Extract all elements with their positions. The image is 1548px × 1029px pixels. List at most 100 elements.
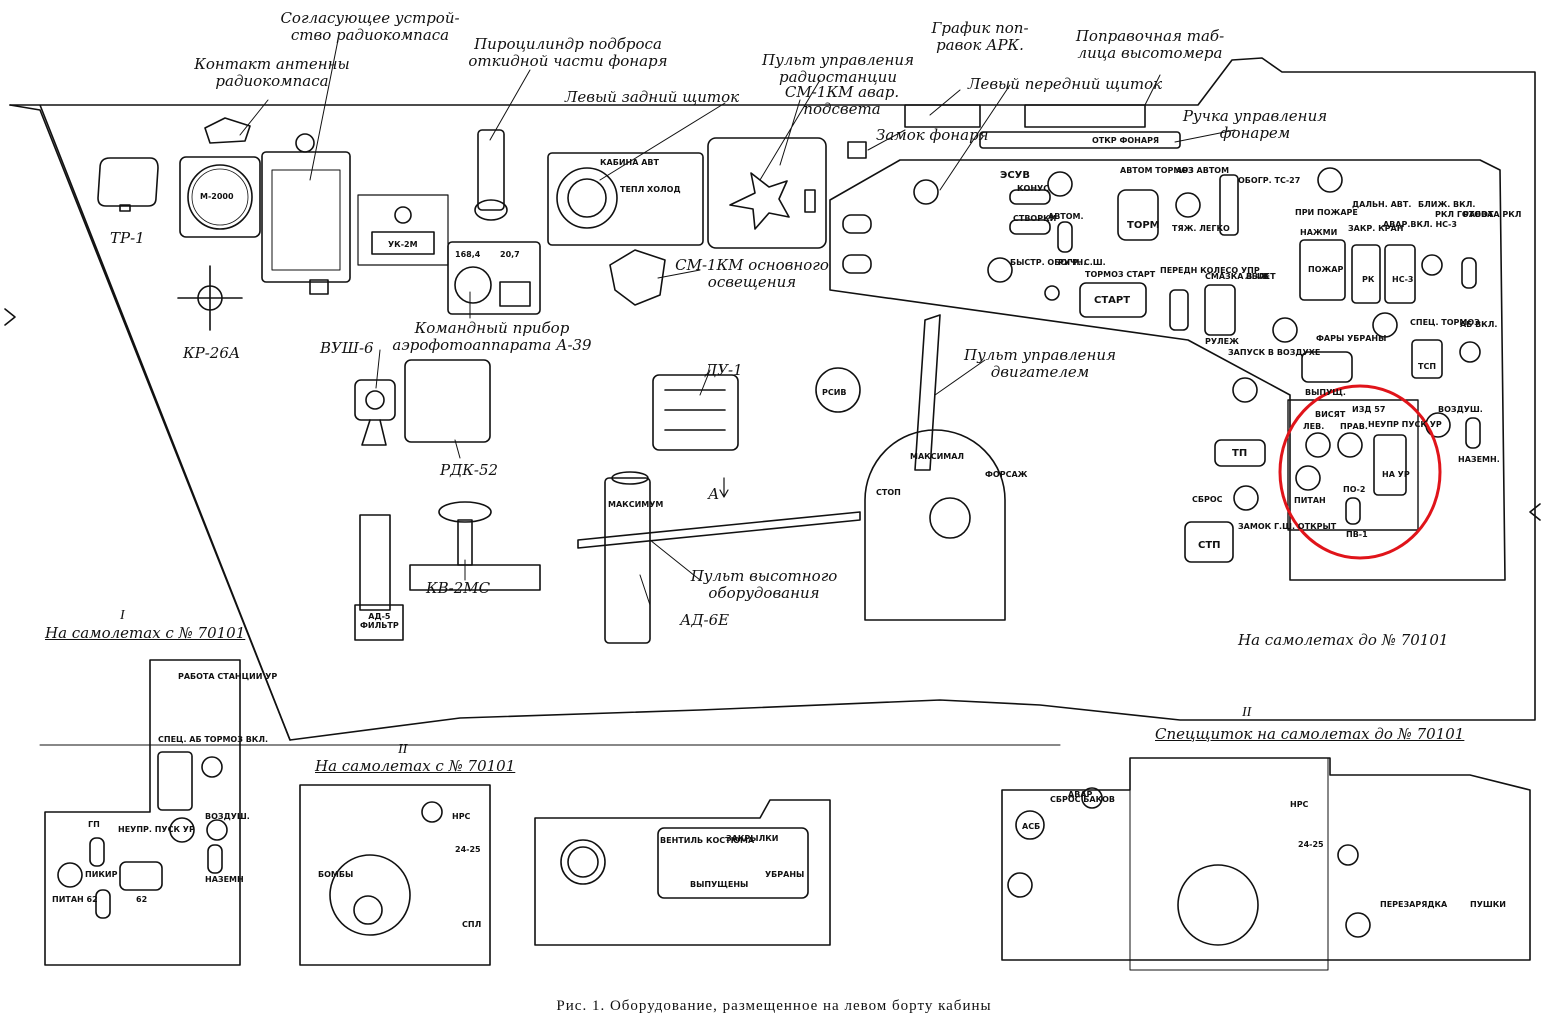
- radio-knob-star: [729, 172, 790, 230]
- rdk52-body: [404, 359, 491, 443]
- uk2m-bracket: [357, 194, 449, 266]
- stp-button: [1184, 521, 1234, 563]
- vush6-knob: [365, 390, 385, 410]
- middle-dial-inner: [567, 846, 599, 878]
- label-arrow-a: А: [708, 485, 720, 503]
- a39-readout-2: 20,7: [500, 250, 520, 259]
- figure-caption: Рис. 1. Оборудование, размещенное на лев…: [556, 998, 992, 1014]
- kabina-avt-label: КАБИНА АВТ: [600, 158, 659, 167]
- cockpit-board-outline: [9, 57, 1536, 741]
- radio-toggle-1: [842, 214, 872, 234]
- label-soglasuyushchee: Согласующее устрой- ство радиокомпаса: [280, 9, 460, 44]
- stp-label: СТП: [1198, 540, 1221, 551]
- rk-switch: [1351, 244, 1381, 304]
- venttil-kostyuma-label: ВЕНТИЛЬ КОСТЮМА: [660, 836, 755, 845]
- stvorki-button: [1009, 219, 1051, 235]
- left-rear-panel: [547, 152, 704, 246]
- vypushch-label: ВЫПУЩ.: [1305, 388, 1346, 397]
- tormoz-start-label: ТОРМОЗ СТАРТ: [1085, 270, 1156, 279]
- tp-switch: [1214, 439, 1266, 467]
- left-rear-dial-inner: [567, 178, 607, 218]
- sec1-nazemn-switch: [207, 844, 223, 874]
- vush6-stem: [361, 419, 387, 446]
- sec1-neupr-label: НЕУПР. ПУСК УР: [118, 825, 195, 834]
- soglas-inner: [271, 169, 341, 271]
- na-ur-button: [1373, 434, 1407, 496]
- vozdush-label: ВОЗДУШ.: [1438, 405, 1483, 414]
- label-zamok-fonarya: Замок фонаря: [876, 126, 989, 144]
- arz-avtom-label: АРЗ АВТОМ: [1176, 166, 1230, 175]
- sec1-nazemn-label: НАЗЕМН: [205, 875, 244, 884]
- sec2r-knob-2: [1007, 872, 1033, 898]
- sec1-pitan-knob: [57, 862, 83, 888]
- middle-dial-outer: [560, 839, 606, 885]
- zapusk-knob: [1272, 317, 1298, 343]
- label-section-I: I: [120, 608, 125, 623]
- lyzh-label: ЛЫЖ: [1245, 272, 1270, 281]
- radio-switch: [804, 189, 816, 213]
- altitude-pult-bar: [577, 511, 861, 549]
- m2000-dial-inner: [191, 168, 249, 226]
- label-kontakt-anteny: Контакт антенны радиокомпаса: [194, 55, 350, 90]
- izd57-label: ИЗД 57: [1352, 405, 1386, 414]
- sec2r-inner: [1129, 757, 1329, 971]
- board-inner-edge: [9, 104, 291, 741]
- pyro-cylinder-end: [474, 199, 508, 221]
- label-ad5-filtr: АД-5 ФИЛЬТР: [360, 612, 399, 630]
- ad5-filter: [359, 514, 391, 611]
- ad6e-cylinder: [604, 477, 651, 644]
- sec1-vozdush-label: ВОЗДУШ.: [205, 812, 250, 821]
- antenna-contact: [204, 117, 251, 144]
- ab-vkl-label: АБ ВКЛ.: [1460, 320, 1498, 329]
- label-sm1km-osn: СМ-1КМ основного освещения: [675, 256, 829, 291]
- rsiv-label: РСИВ: [822, 388, 847, 397]
- sec2r-avar-label: АВАР: [1068, 790, 1093, 799]
- zakr-kran-label: ЗАКР. КРАН: [1348, 224, 1404, 233]
- visyat-lev-lamp: [1305, 432, 1331, 458]
- arrow-a: [719, 477, 729, 498]
- obogr-tc27-label: ОБОГР. ТС-27: [1238, 176, 1301, 185]
- avtom-tormoz-label: АВТОМ ТОРМОЗ: [1120, 166, 1194, 175]
- spec-tormoz-label: СПЕЦ. ТОРМОЗ: [1410, 318, 1480, 327]
- ad6e-cap: [611, 471, 649, 485]
- label-sm1km-avar: СМ-1КМ авар. подсвета: [784, 83, 900, 118]
- sec2l-bomby-label: БОМБЫ: [318, 870, 354, 879]
- sec2r-nrs-label: НРС: [1290, 800, 1309, 809]
- start-button: [1079, 282, 1147, 318]
- label-rdk52: РДК-52: [440, 461, 499, 479]
- zamok-gsh-knob: [1233, 485, 1259, 511]
- label-na-samoletah-s-II: На самолетах с № 70101: [315, 757, 516, 775]
- torm-label: ТОРМ: [1127, 220, 1160, 231]
- kv2ms-stem: [457, 519, 473, 566]
- rabota-rkl-label: РАБОТА РКЛ: [1463, 210, 1522, 219]
- tyazh-legko-label: ТЯЖ. ЛЕГКО: [1172, 224, 1230, 233]
- otkr-fonarya-label: ОТКР ФОНАРЯ: [1092, 136, 1160, 145]
- kr26a-arms: [177, 265, 243, 331]
- sec1-vozdush-knob: [206, 819, 228, 841]
- label-section-II-right: II: [1242, 705, 1252, 720]
- leader-lines: [239, 39, 1236, 606]
- bystr-obogr-knob: [987, 257, 1013, 283]
- highlight-circle: [1278, 384, 1442, 560]
- sec2l-dial: [329, 854, 411, 936]
- sbros-label: СБРОС: [1192, 495, 1223, 504]
- label-kr26a: КР-26А: [183, 344, 241, 362]
- tsp-switch: [1411, 339, 1443, 379]
- rabota-rkl-switch: [1461, 257, 1477, 289]
- middle-panel: [534, 799, 831, 946]
- vypushcheny-label: ВЫПУЩЕНЫ: [690, 880, 749, 889]
- label-ad6e: АД-6Е: [680, 611, 730, 629]
- maksimum-label: МАКСИМУМ: [608, 500, 664, 509]
- zamok-gsh-label: ЗАМОК Г.Ш. ОТКРЫТ: [1238, 522, 1337, 531]
- sec1-gp-switch: [89, 837, 105, 867]
- label-pult-radio: Пульт управления радиостанции: [761, 51, 915, 86]
- a39-box: [447, 241, 541, 315]
- label-grafik-ark: График поп- равок АРК.: [931, 19, 1029, 54]
- dalnn-label: ДАЛЬН. АВТ.: [1352, 200, 1412, 209]
- blizh-label: БЛИЖ. ВКЛ.: [1418, 200, 1476, 209]
- du1-rails: [664, 389, 726, 431]
- po2-switch: [1345, 497, 1361, 525]
- prav-label: ПРАВ.: [1340, 422, 1368, 431]
- sec2r-perezaryadka-label: ПЕРЕЗАРЯДКА: [1380, 900, 1448, 909]
- sec2r-sbros-bakov-label: СБРОС БАКОВ: [1050, 795, 1116, 804]
